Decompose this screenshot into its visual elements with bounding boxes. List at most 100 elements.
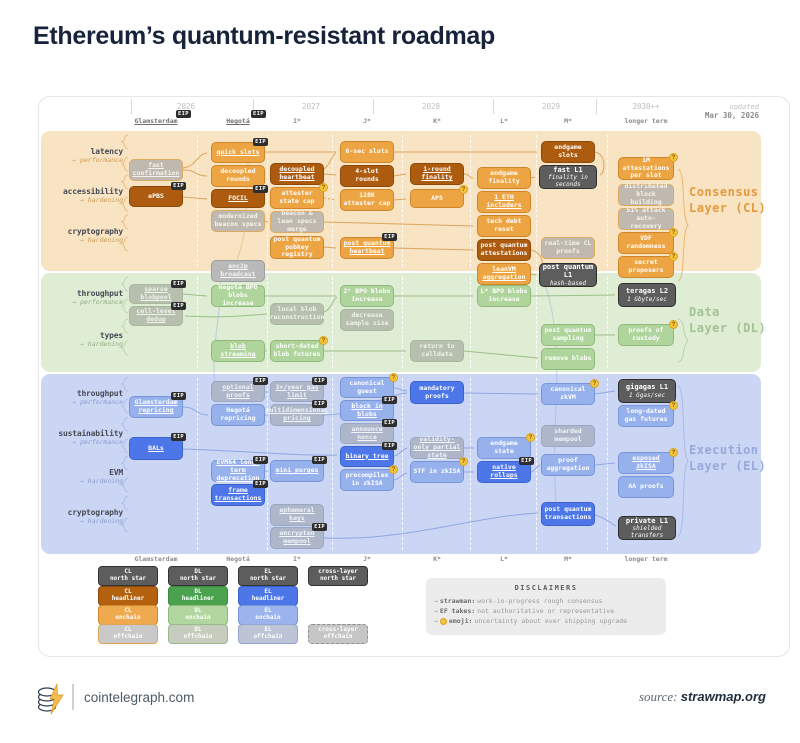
node-label: proof aggregation [546,456,590,472]
disclaimers-box: DISCLAIMERS →strawman: work-in-progress … [426,578,666,635]
node-attester-state-cap: attester state cap? [270,183,328,209]
node-label: 128K attester cap [343,191,391,207]
legend-cross-layer-offchain: cross-layer offchain [308,624,368,644]
eip-badge: EIP [176,110,191,118]
node-label: Hegotá BPO blobs increase [218,283,258,307]
year-label-2026: 2026 [176,102,196,111]
node-mandatory-proofs: mandatory proofs [410,381,464,404]
node-label: short-dated blob futures [273,342,321,358]
node-1-eth-includers[interactable]: 1 ETH includers [477,191,531,213]
node-label: blob streaming [220,342,256,358]
category-goal: → hardening [79,195,123,204]
eip-badge: EIP [171,302,186,310]
node-label: beacon & lean specs merge [277,209,317,233]
row-label-evm: EVM→ hardening [39,468,123,485]
node-51-attack-auto-recovery: 51% attack auto-recovery [618,206,674,230]
row-label-throughput: throughput→ performance [39,289,123,306]
node-blob-streaming[interactable]: blob streaming [211,340,265,362]
eip-badge: EIP [312,377,327,385]
eip-badge: EIP [312,523,327,531]
footer: cointelegraph.com source: strawmap.org [0,678,800,723]
disclaimer-text: work-in-progress rough consensus [477,597,603,605]
node-post-quantum-pubkey-registry: post quantum pubkey registry [270,235,324,259]
fork-label-m: M* [564,117,572,125]
node-label: block in blobs [351,401,383,418]
row-label-accessibility: accessibility→ hardening [39,187,123,204]
brand-url[interactable]: cointelegraph.com [84,690,195,705]
fork-label-glamsterdam[interactable]: Glamsterdam [134,117,178,125]
node-label: attester state cap [279,189,315,205]
node-label: remove blobs [544,354,592,363]
node-enc2p-broadcast[interactable]: enc2p broadcast [211,260,265,282]
node-validity-only-partial-state[interactable]: validity-only partial state [410,435,464,459]
legend-cl-onchain: CL onchain [98,605,158,625]
year-label-2028: 2028 [421,102,441,111]
lightning-bolt-icon [49,683,64,715]
shrug-emoji-badge: ? [669,320,678,329]
column-separator [470,378,471,550]
node-label: Hegotá repricing [220,406,256,422]
bullet-arrow-icon: → [434,597,438,605]
category-name: cryptography [67,227,124,236]
node-label: precompiles in zkISA [345,471,389,487]
fork-label-bottom-longer-term: longer term [624,555,668,563]
node-short-dated-blob-futures: short-dated blob futures? [270,336,328,362]
shrug-emoji-badge: ? [526,433,535,442]
node-label: decoupled heartbeat [279,165,315,181]
node-label: gigagas L1 [625,383,669,392]
fork-label-hegot[interactable]: Hegotá [226,117,250,125]
node-distributed-block-building: distributed block building [618,182,674,206]
node-ephemeral-keys[interactable]: ephemeral keys [270,504,324,526]
node-label: decoupled rounds [220,167,256,183]
source-name[interactable]: strawmap.org [680,689,766,704]
node-label: tech debt reset [486,217,522,233]
node-fast-confirmation[interactable]: fast confirmation [129,159,183,181]
category-goal: → hardening [79,516,123,525]
roadmap-panel: updated Mar 30, 2026 [38,96,790,657]
shrug-emoji-badge: ? [669,153,678,162]
node-sublabel: shielded transfers [630,525,664,540]
legend-dl-headliner: DL headliner [168,586,228,606]
legend-el-onchain: EL onchain [238,605,298,625]
eip-badge: EIP [253,456,268,464]
node-label: fast confirmation [132,161,180,177]
node-128k-attester-cap: 128K attester cap [340,189,394,211]
column-separator [607,277,608,368]
category-goal: → performance [72,297,123,306]
eip-badge: EIP [171,182,186,190]
node-exposed-zkisa[interactable]: exposed zkISA? [618,448,678,474]
category-name: throughput [76,389,123,398]
node-leanvm-aggregation[interactable]: leanVM aggregation [477,263,531,285]
node-l-bpo-blobs-increase: L* BPO blobs increase [477,285,531,307]
node-label: VDF randomness [626,234,666,250]
node-decoupled-heartbeat[interactable]: decoupled heartbeat [270,163,324,185]
fork-label-l: L* [500,117,508,125]
legend-el-north-star: EL north star [238,566,298,586]
node-long-dated-gas-futures: long-dated gas futures? [618,401,678,427]
node-label: endgame state [490,439,518,455]
timeline-tick [253,99,254,114]
node-1-round-finality[interactable]: 1-round finality [410,163,464,185]
node-hegot-repricing: Hegotá repricing [211,404,265,426]
